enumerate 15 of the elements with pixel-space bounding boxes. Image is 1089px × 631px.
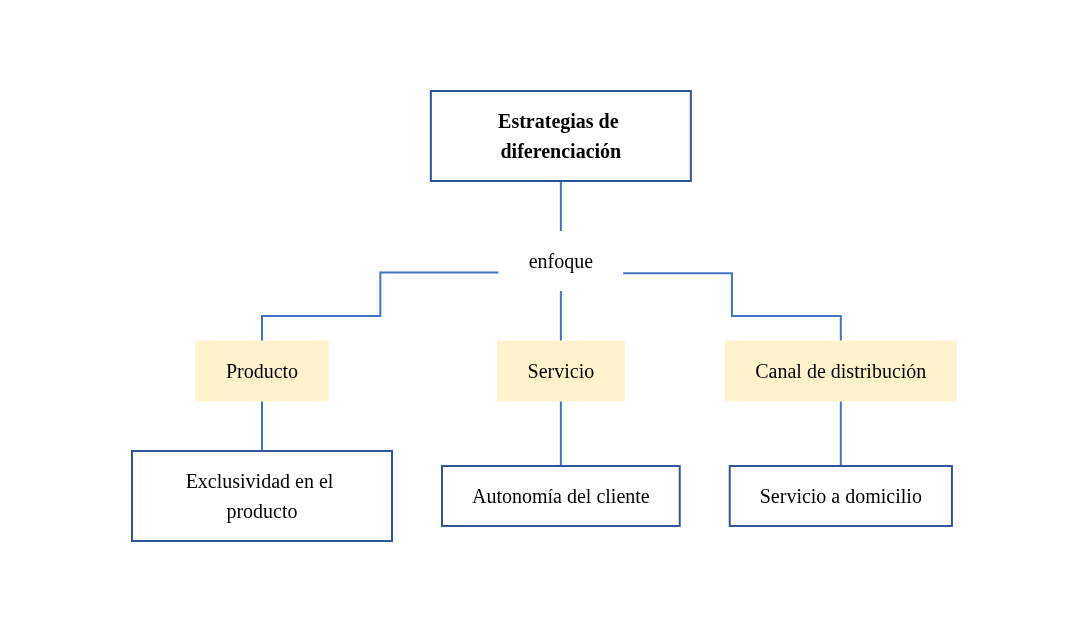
connector xyxy=(840,399,843,467)
node-text: enfoque xyxy=(528,249,594,272)
node-box: Servicio xyxy=(497,340,625,401)
node-box: Autonomía del cliente xyxy=(441,464,682,527)
connector xyxy=(622,271,843,342)
connector xyxy=(261,399,264,452)
connector xyxy=(261,270,500,342)
node-box: Exclusividad en el producto xyxy=(131,449,394,542)
node-box: Servicio a domicilio xyxy=(729,464,954,527)
node-box: Estrategias de diferenciación xyxy=(430,89,693,182)
connector xyxy=(560,399,563,467)
node-box: Canal de distribución xyxy=(725,340,958,401)
connector xyxy=(560,289,563,342)
connector xyxy=(560,179,563,232)
node-box: Producto xyxy=(195,340,329,401)
